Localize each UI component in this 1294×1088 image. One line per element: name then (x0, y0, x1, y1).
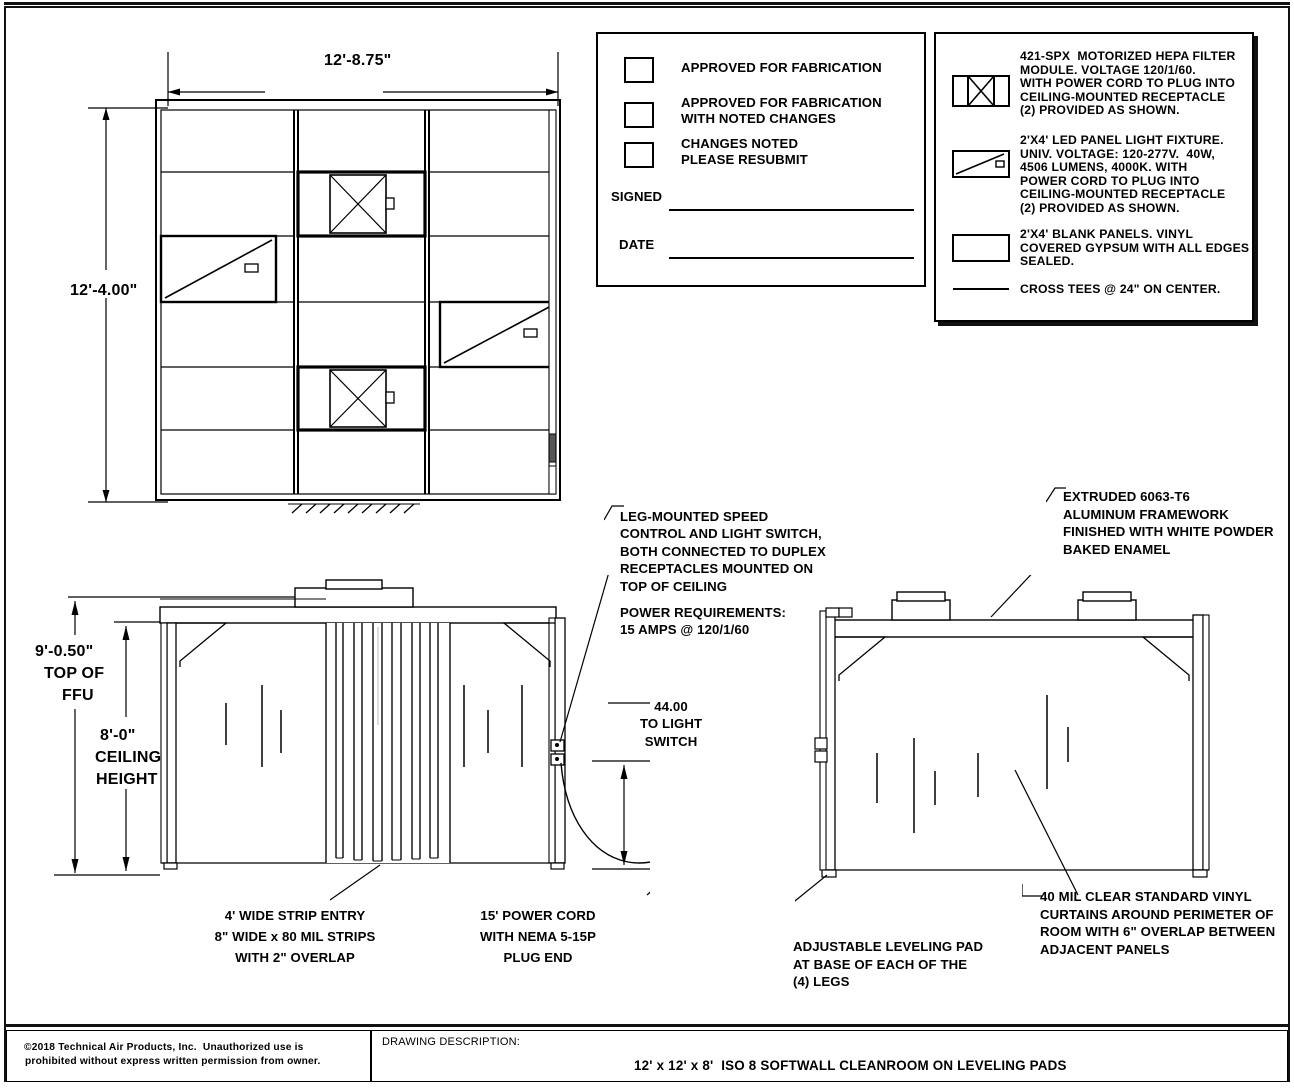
note-line: WITH 2" OVERLAP (235, 950, 355, 965)
note-line: ROOM WITH 6" OVERLAP BETWEEN (1040, 924, 1276, 940)
title-block (6, 1030, 1288, 1082)
note-line: 44.00 (654, 699, 688, 714)
legend-line: CEILING-MOUNTED RECEPTACLE (1020, 187, 1226, 202)
copyright-line-1: ©2018 Technical Air Products, Inc. Unaut… (24, 1042, 304, 1053)
note-line: FINISHED WITH WHITE POWDER (1063, 524, 1274, 540)
ffu-dim-line1: 9'-0.50" (35, 643, 94, 660)
drawing-description-label: DRAWING DESCRIPTION: (382, 1036, 521, 1048)
legend-line: 421-SPX MOTORIZED HEPA FILTER (1020, 49, 1236, 63)
approval-label-2b: WITH NOTED CHANGES (681, 111, 836, 126)
note-line: POWER REQUIREMENTS: (620, 605, 787, 620)
approval-label-1: APPROVED FOR FABRICATION (681, 60, 882, 75)
note-line: ADJUSTABLE LEVELING PAD (793, 939, 984, 954)
note-line: TOP OF CEILING (620, 578, 728, 594)
note-line: AT BASE OF EACH OF THE (793, 956, 968, 972)
ceiling-plan-height-dim: 12'-4.00" (70, 282, 138, 299)
leg-mounted-note: LEG-MOUNTED SPEED CONTROL AND LIGHT SWIT… (620, 508, 826, 595)
signed-label: SIGNED (611, 189, 663, 204)
note-line: CONTROL AND LIGHT SWITCH, (620, 526, 822, 542)
leveling-pad-callout: ADJUSTABLE LEVELING PAD AT BASE OF EACH … (793, 938, 983, 991)
sheet-top-rule (4, 2, 1290, 5)
ceiling-dim-line1: 8'-0" (100, 727, 136, 744)
ceiling-plan-view (78, 52, 561, 514)
date-label: DATE (619, 237, 655, 252)
legend-text-1: 421-SPX MOTORIZED HEPA FILTER MODULE. VO… (1020, 49, 1236, 118)
approval-checkbox-1[interactable] (624, 57, 654, 83)
ceiling-dim-line3: HEIGHT (96, 771, 158, 788)
legend-line: UNIV. VOLTAGE: 120-277V. 40W, (1020, 146, 1215, 161)
ceiling-dim-line2: CEILING (95, 749, 162, 766)
note-line: 15 AMPS @ 120/1/60 (620, 622, 750, 638)
note-line: RECEPTACLES MOUNTED ON (620, 561, 814, 577)
legend-shadow-right (1254, 36, 1258, 326)
note-line: 15' POWER CORD (480, 908, 596, 923)
legend-shadow-bottom (938, 322, 1258, 326)
note-line: LEG-MOUNTED SPEED (620, 509, 769, 524)
ceiling-plan-width-dim: 12'-8.75" (324, 52, 392, 69)
power-requirements-note: POWER REQUIREMENTS: 15 AMPS @ 120/1/60 (620, 604, 786, 639)
note-line: PLUG END (503, 950, 573, 965)
ffu-dim-line3: FFU (62, 687, 94, 704)
light-switch-dim-note: 44.00 TO LIGHT SWITCH (640, 698, 702, 750)
copyright-line-2: prohibited without express written permi… (25, 1056, 321, 1067)
hepa-filter-symbol (952, 75, 1010, 107)
cross-tee-symbol (953, 288, 1009, 290)
legend-line: (2) PROVIDED AS SHOWN. (1020, 103, 1180, 118)
note-line: 4' WIDE STRIP ENTRY (224, 908, 366, 923)
title-block-divider (370, 1030, 372, 1082)
leg-mounted-note-leader (604, 505, 624, 521)
note-line: BOTH CONNECTED TO DUPLEX (620, 543, 826, 559)
note-line: 8" WIDE x 80 MIL STRIPS (214, 929, 376, 944)
legend-line: (2) PROVIDED AS SHOWN. (1020, 200, 1180, 215)
note-line: ADJACENT PANELS (1040, 941, 1170, 957)
legend-line: CEILING-MOUNTED RECEPTACLE (1020, 89, 1226, 104)
legend-line: 2'X4' BLANK PANELS. VINYL (1020, 227, 1194, 241)
note-line: (4) LEGS (793, 974, 850, 990)
curtains-callout-leader (1022, 884, 1042, 897)
led-light-symbol (952, 150, 1010, 178)
legend-line: MODULE. VOLTAGE 120/1/60. (1020, 62, 1196, 77)
curtains-callout: 40 MIL CLEAR STANDARD VINYL CURTAINS ARO… (1040, 888, 1275, 958)
legend-line: POWER CORD TO PLUG INTO (1020, 173, 1200, 188)
note-line: BAKED ENAMEL (1063, 541, 1171, 557)
approval-label-3a: CHANGES NOTED (681, 136, 799, 151)
legend-line: 2'X4' LED PANEL LIGHT FIXTURE. (1020, 133, 1224, 147)
ffu-dim-line2: TOP OF (44, 665, 105, 682)
strip-entry-callout: 4' WIDE STRIP ENTRY 8" WIDE x 80 MIL STR… (130, 905, 460, 968)
signed-rule (669, 209, 914, 211)
framework-callout: EXTRUDED 6063-T6 ALUMINUM FRAMEWORK FINI… (1063, 488, 1274, 558)
note-line: ALUMINUM FRAMEWORK (1063, 506, 1229, 522)
legend-line: COVERED GYPSUM WITH ALL EDGES (1020, 240, 1250, 255)
legend-text-4: CROSS TEES @ 24" ON CENTER. (1020, 282, 1221, 297)
front-elevation-view (38, 575, 650, 901)
legend-line: WITH POWER CORD TO PLUG INTO (1020, 76, 1236, 91)
note-line: WITH NEMA 5-15P (479, 929, 597, 944)
note-line: EXTRUDED 6063-T6 (1063, 489, 1190, 504)
approval-label-2a: APPROVED FOR FABRICATION (681, 95, 882, 110)
note-line: SWITCH (644, 733, 698, 749)
blank-panel-symbol (952, 234, 1010, 262)
legend-line: 4506 LUMENS, 4000K. WITH (1020, 160, 1188, 175)
side-elevation-view (795, 575, 1210, 902)
approval-checkbox-3[interactable] (624, 142, 654, 168)
legend-text-3: 2'X4' BLANK PANELS. VINYL COVERED GYPSUM… (1020, 227, 1250, 269)
legend-text-2: 2'X4' LED PANEL LIGHT FIXTURE. UNIV. VOL… (1020, 133, 1226, 216)
note-line: 40 MIL CLEAR STANDARD VINYL (1040, 889, 1252, 904)
framework-callout-leader (1046, 487, 1066, 503)
legend-line: CROSS TEES @ 24" ON CENTER. (1020, 282, 1221, 296)
date-rule (669, 257, 914, 259)
legend-line: SEALED. (1020, 254, 1075, 269)
approval-checkbox-2[interactable] (624, 102, 654, 128)
approval-label-3b: PLEASE RESUBMIT (681, 152, 808, 167)
power-cord-callout: 15' POWER CORD WITH NEMA 5-15P PLUG END (458, 905, 618, 968)
note-line: TO LIGHT (640, 716, 703, 732)
title-block-top-rule (6, 1024, 1288, 1027)
note-line: CURTAINS AROUND PERIMETER OF (1040, 906, 1274, 922)
drawing-description-value: 12' x 12' x 8' ISO 8 SOFTWALL CLEANROOM … (634, 1058, 1067, 1073)
